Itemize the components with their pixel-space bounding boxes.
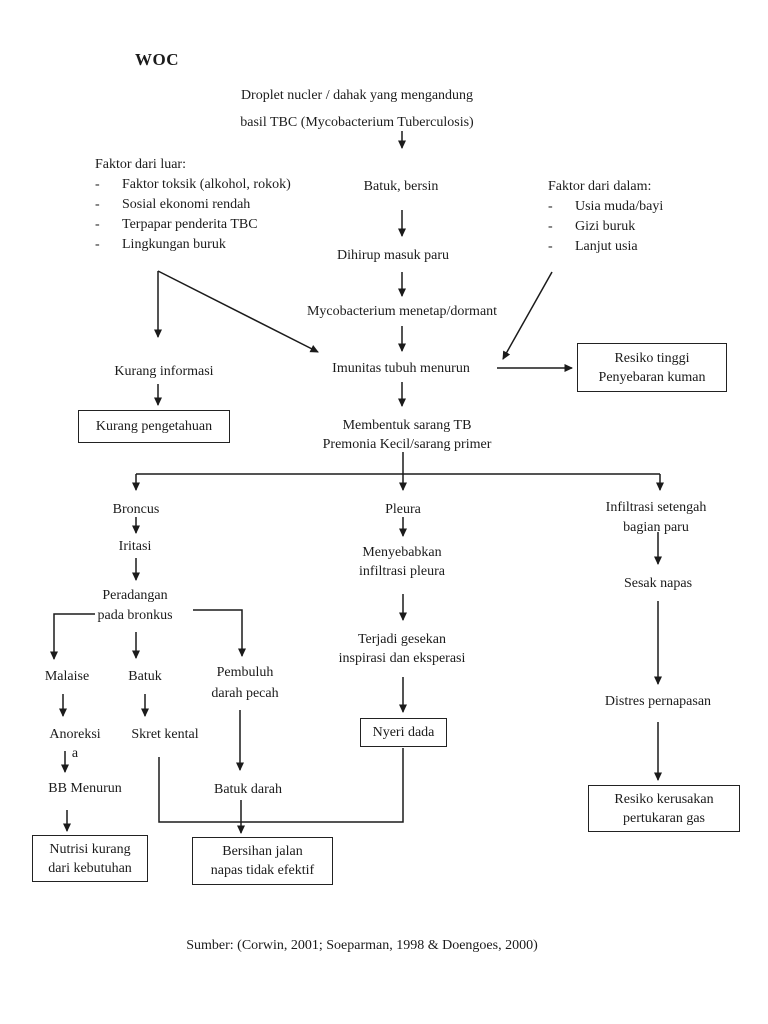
list-item: - Faktor toksik (alkohol, rokok) — [95, 175, 330, 195]
factor-inner-item: Gizi buruk — [575, 219, 636, 234]
node-kurang-informasi: Kurang informasi — [114, 364, 214, 379]
bullet-dash: - — [95, 237, 100, 252]
node-sesak-napas: Sesak napas — [623, 576, 693, 591]
node-iritasi: Iritasi — [118, 539, 152, 554]
box-nyeri-dada: Nyeri dada — [360, 718, 447, 747]
node-skret-kental: Skret kental — [131, 727, 199, 742]
node-broncus: Broncus — [112, 502, 160, 517]
factors-outer-heading: Faktor dari luar: — [95, 157, 186, 172]
node-distres: Distres pernapasan — [604, 694, 712, 709]
node-terjadi-gesekan: Terjadi gesekan inspirasi dan eksperasi — [338, 632, 466, 666]
node-batuk-bersin: Batuk, bersin — [363, 179, 439, 194]
arrow-peradangan-to-pembuluh — [193, 609, 246, 657]
bullet-dash: - — [548, 219, 553, 234]
node-dihirup: Dihirup masuk paru — [337, 248, 449, 263]
node-imunitas: Imunitas tubuh menurun — [332, 361, 470, 376]
node-malaise: Malaise — [44, 669, 90, 684]
bullet-dash: - — [95, 177, 100, 192]
factors-outer-list: - Faktor toksik (alkohol, rokok) - Sosial … — [95, 175, 330, 255]
node-membentuk-sarang: Membentuk sarang TB Premonia Kecil/saran… — [322, 418, 492, 452]
page-title: WOC — [135, 50, 179, 69]
box-kurang-pengetahuan: Kurang pengetahuan — [78, 410, 230, 443]
node-droplet: Droplet nucler / dahak yang mengandung b… — [240, 88, 474, 130]
factor-outer-item: Terpapar penderita TBC — [122, 217, 258, 232]
list-item: - Usia muda/bayi — [548, 197, 728, 217]
factors-inner-block: Faktor dari dalam: - Usia muda/bayi - Gizi… — [548, 177, 728, 257]
branch-junction-line — [136, 452, 660, 475]
node-batuk: Batuk — [128, 669, 162, 684]
bullet-dash: - — [95, 197, 100, 212]
list-item: - Lingkungan buruk — [95, 235, 330, 255]
node-bb-menurun: BB Menurun — [48, 781, 122, 796]
list-item: - Lanjut usia — [548, 237, 728, 257]
bullet-dash: - — [548, 199, 553, 214]
factor-inner-item: Lanjut usia — [575, 239, 638, 254]
arrow-faktordalam-to-imunitas — [502, 271, 553, 360]
node-menyebabkan: Menyebabkan infiltrasi pleura — [359, 545, 445, 579]
factor-outer-item: Faktor toksik (alkohol, rokok) — [122, 177, 291, 192]
list-item: - Gizi buruk — [548, 217, 728, 237]
arrow-faktorluar-to-imunitas — [157, 270, 319, 353]
node-mycobacterium: Mycobacterium menetap/dormant — [306, 304, 498, 319]
list-item: - Sosial ekonomi rendah — [95, 195, 330, 215]
bullet-dash: - — [548, 239, 553, 254]
node-pleura: Pleura — [385, 502, 421, 517]
box-nutrisi-kurang: Nutrisi kurang dari kebutuhan — [32, 835, 148, 882]
bullet-dash: - — [95, 217, 100, 232]
arrow-peradangan-to-malaise — [50, 613, 95, 660]
node-peradangan: Peradangan pada bronkus — [97, 588, 173, 623]
list-item: - Terpapar penderita TBC — [95, 215, 330, 235]
node-batuk-darah: Batuk darah — [213, 782, 283, 797]
node-anoreksi: Anoreksi a — [49, 727, 101, 761]
factor-outer-item: Sosial ekonomi rendah — [122, 197, 251, 212]
connector-skret-nyeri-to-bersihan — [158, 748, 404, 823]
box-bersihan-jalan: Bersihan jalan napas tidak efektif — [192, 837, 333, 885]
box-resiko-tinggi: Resiko tinggi Penyebaran kuman — [577, 343, 727, 392]
factors-inner-heading: Faktor dari dalam: — [548, 179, 652, 194]
factor-outer-item: Lingkungan buruk — [122, 237, 226, 252]
factors-inner-list: - Usia muda/bayi - Gizi buruk - Lanjut usia — [548, 197, 728, 257]
source-citation: Sumber: (Corwin, 2001; Soeparman, 1998 &… — [186, 938, 538, 953]
factor-inner-item: Usia muda/bayi — [575, 199, 664, 214]
node-pembuluh-darah: Pembuluh darah pecah — [211, 665, 279, 701]
box-resiko-kerusakan: Resiko kerusakan pertukaran gas — [588, 785, 740, 832]
factors-outer-block: Faktor dari luar: - Faktor toksik (alkoho… — [95, 155, 330, 255]
node-infiltrasi-setengah: Infiltrasi setengah bagian paru — [605, 500, 707, 535]
